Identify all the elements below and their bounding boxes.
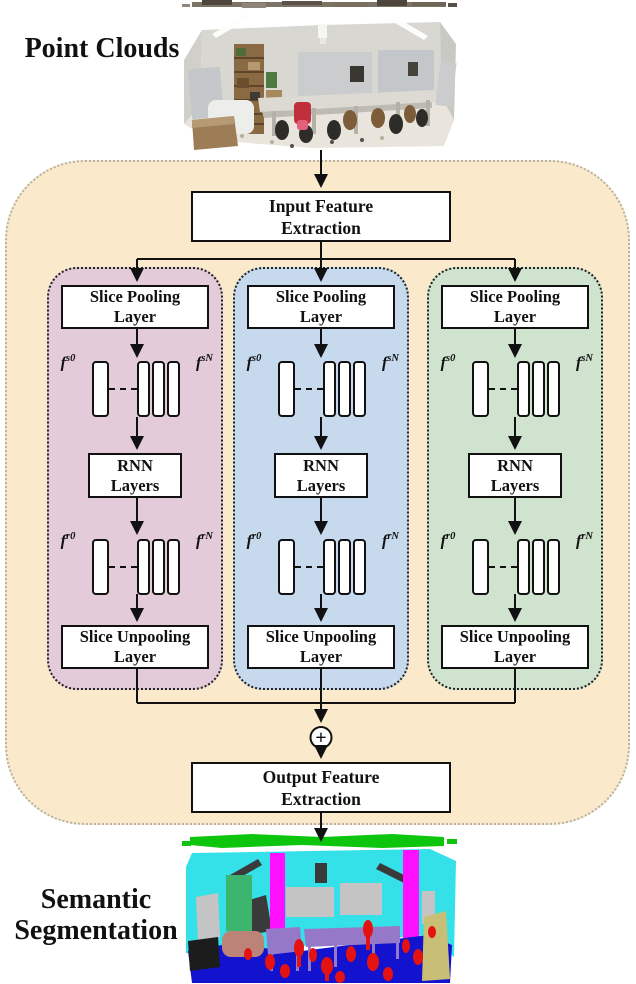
feature-slice-bar bbox=[517, 361, 530, 417]
room-scan bbox=[184, 14, 457, 150]
feature-slice-bar bbox=[323, 539, 336, 595]
slice-pooling-box: Slice Pooling Layer bbox=[61, 285, 209, 329]
seg-pillars bbox=[270, 850, 419, 938]
feature-label-rN: frN bbox=[576, 531, 593, 550]
feature-slice-bar bbox=[167, 539, 180, 595]
box-label-line: Slice Pooling bbox=[469, 287, 561, 306]
branch-2: Slice Pooling Layer fs0 fsN RNN Layers f… bbox=[233, 267, 409, 690]
feature-label-r0: fr0 bbox=[246, 531, 262, 550]
seg-bookshelf bbox=[226, 875, 252, 931]
feature-label-s0: fs0 bbox=[60, 353, 76, 372]
seg-black-box bbox=[188, 937, 220, 971]
ellipsis-dash bbox=[295, 566, 323, 568]
feature-label-sN: fsN bbox=[196, 353, 213, 372]
seg-ceiling bbox=[182, 834, 457, 848]
feature-label-s0: fs0 bbox=[440, 353, 456, 372]
feature-slice-bar bbox=[547, 361, 560, 417]
feature-slice-bar bbox=[137, 361, 150, 417]
box-label-line: Layer bbox=[493, 647, 537, 666]
feature-slice-bar bbox=[353, 361, 366, 417]
box-label-line: Extraction bbox=[281, 788, 361, 809]
feature-slice-bar bbox=[92, 539, 109, 595]
box-label-line: Input Feature bbox=[268, 195, 374, 216]
box-label-line: RNN bbox=[303, 455, 339, 475]
feature-slice-bar bbox=[353, 539, 366, 595]
feature-slice-bar bbox=[532, 361, 545, 417]
rnn-layers-box: RNN Layers bbox=[468, 453, 562, 498]
feature-slice-bar bbox=[278, 539, 295, 595]
box-label-line: Slice Unpooling bbox=[459, 627, 571, 646]
box-label-line: Layers bbox=[296, 475, 346, 495]
feature-slice-bar bbox=[152, 361, 165, 417]
point-cloud-image bbox=[182, 0, 457, 150]
box-label-line: Layer bbox=[299, 307, 343, 326]
branch-1: Slice Pooling Layer fs0 fsN RNN Layers f… bbox=[47, 267, 223, 690]
feature-label-r0: fr0 bbox=[440, 531, 456, 550]
feature-slice-bar bbox=[338, 361, 351, 417]
feature-slice-bar bbox=[472, 539, 489, 595]
point-clouds-label: Point Clouds bbox=[24, 33, 180, 64]
feature-slice-bar bbox=[472, 361, 489, 417]
box-label-line: RNN bbox=[117, 455, 153, 475]
box-label-line: Slice Unpooling bbox=[265, 627, 377, 646]
slice-unpooling-box: Slice Unpooling Layer bbox=[247, 625, 395, 669]
feature-slice-bar bbox=[323, 361, 336, 417]
box-label-line: Slice Pooling bbox=[89, 287, 181, 306]
feature-slice-bar bbox=[278, 361, 295, 417]
ellipsis-dash bbox=[109, 566, 137, 568]
feature-slice-bar bbox=[152, 539, 165, 595]
feature-label-r0: fr0 bbox=[60, 531, 76, 550]
box-label-line: Slice Unpooling bbox=[79, 627, 191, 646]
ellipsis-dash bbox=[295, 388, 323, 390]
ellipsis-dash bbox=[489, 388, 517, 390]
output-feature-extraction-box: Output Feature Extraction bbox=[191, 762, 451, 813]
seg-beams bbox=[230, 859, 408, 935]
feature-label-sN: fsN bbox=[576, 353, 593, 372]
box-label-line: Layers bbox=[110, 475, 160, 495]
branch-3: Slice Pooling Layer fs0 fsN RNN Layers f… bbox=[427, 267, 603, 690]
feature-label-rN: frN bbox=[382, 531, 399, 550]
seg-khaki-panel bbox=[422, 911, 450, 981]
feature-slice-bar bbox=[532, 539, 545, 595]
box-label-line: Slice Pooling bbox=[275, 287, 367, 306]
ellipsis-dash bbox=[109, 388, 137, 390]
semantic-segmentation-label: Semantic Segmentation bbox=[14, 884, 178, 946]
segmentation-image bbox=[182, 834, 457, 983]
ellipsis-dash bbox=[489, 566, 517, 568]
box-label-line: Output Feature bbox=[262, 766, 380, 787]
box-label-line: Layer bbox=[113, 307, 157, 326]
feature-slice-bar bbox=[137, 539, 150, 595]
box-label-line: RNN bbox=[497, 455, 533, 475]
rnn-layers-box: RNN Layers bbox=[88, 453, 182, 498]
feature-label-rN: frN bbox=[196, 531, 213, 550]
box-label-line: Layers bbox=[490, 475, 540, 495]
feature-label-s0: fs0 bbox=[246, 353, 262, 372]
feature-slice-bar bbox=[92, 361, 109, 417]
ceiling-point-strip bbox=[182, 0, 457, 8]
feature-slice-bar bbox=[517, 539, 530, 595]
slice-pooling-box: Slice Pooling Layer bbox=[441, 285, 589, 329]
slice-unpooling-box: Slice Unpooling Layer bbox=[61, 625, 209, 669]
box-label-line: Extraction bbox=[281, 217, 361, 238]
box-label-line: Layer bbox=[493, 307, 537, 326]
feature-slice-bar bbox=[547, 539, 560, 595]
slice-unpooling-box: Slice Unpooling Layer bbox=[441, 625, 589, 669]
box-label-line: Layer bbox=[299, 647, 343, 666]
rnn-layers-box: RNN Layers bbox=[274, 453, 368, 498]
box-label-line: Layer bbox=[113, 647, 157, 666]
seg-chairs bbox=[244, 920, 436, 983]
feature-slice-bar bbox=[338, 539, 351, 595]
seg-side-table bbox=[222, 931, 264, 957]
slice-pooling-box: Slice Pooling Layer bbox=[247, 285, 395, 329]
feature-slice-bar bbox=[167, 361, 180, 417]
input-feature-extraction-box: Input Feature Extraction bbox=[191, 191, 451, 242]
feature-label-sN: fsN bbox=[382, 353, 399, 372]
